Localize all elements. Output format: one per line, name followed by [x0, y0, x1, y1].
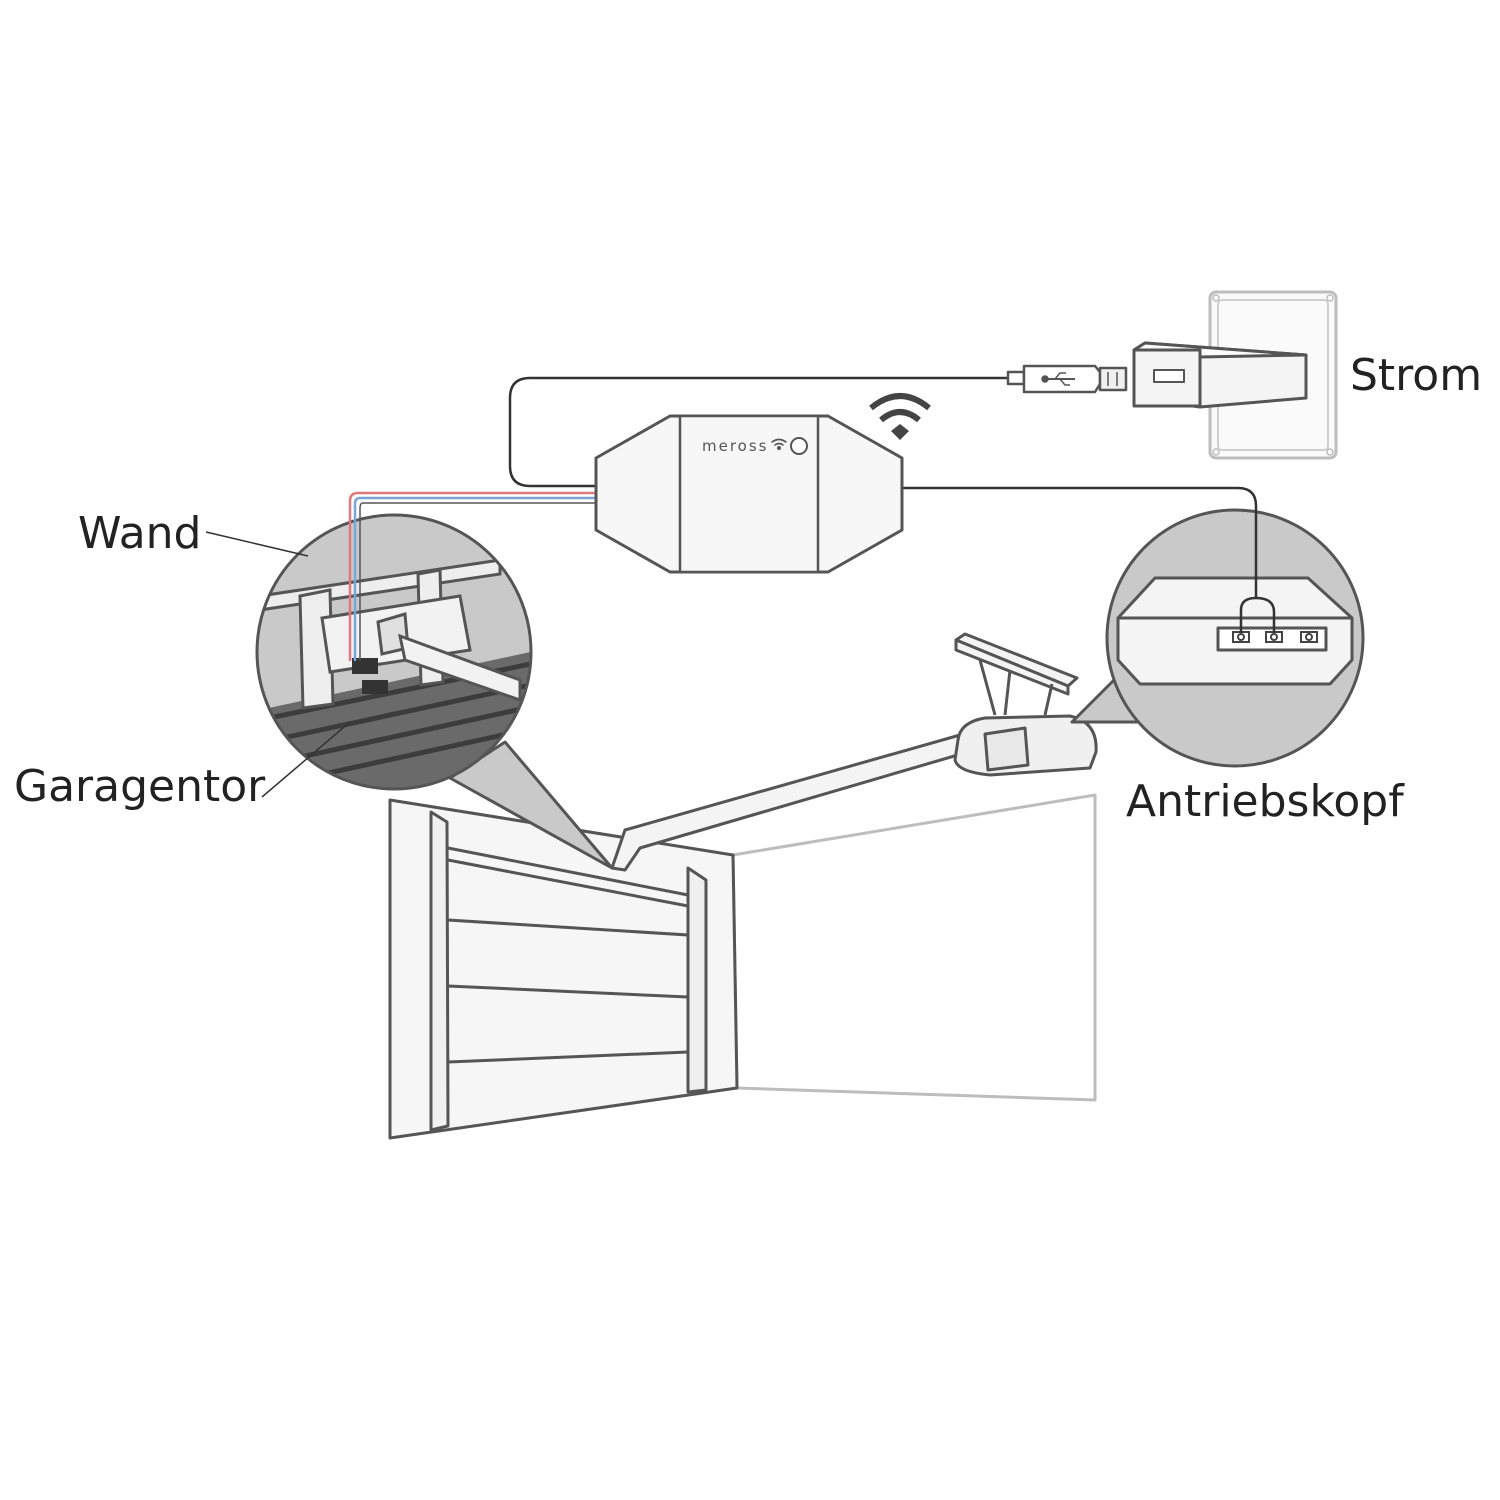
device-wifi-icon	[771, 438, 787, 450]
door-frame-right	[686, 866, 708, 1094]
sensor-wire-red	[348, 491, 598, 662]
garage-side-wall	[731, 793, 1097, 1102]
device-button[interactable]	[790, 437, 808, 455]
label-garage-door: Garagentor	[14, 761, 266, 812]
terminal-screws	[1232, 631, 1318, 643]
opener-hanger	[954, 632, 1079, 716]
sensor-wire-blue	[353, 496, 598, 662]
wifi-icon	[869, 393, 931, 440]
drive-head-inset	[1070, 508, 1365, 768]
label-wall: Wand	[78, 508, 202, 559]
label-drive-head: Antriebskopf	[1126, 776, 1404, 827]
wiring	[348, 376, 1276, 662]
opener-head	[953, 714, 1098, 777]
leader-lines	[205, 531, 351, 798]
drive-head-wire	[900, 486, 1258, 600]
label-power: Strom	[1350, 350, 1483, 401]
garage-room	[388, 632, 1098, 1140]
usb-port	[1153, 369, 1185, 383]
device-brand: meross	[702, 437, 769, 455]
usb-cable	[508, 376, 1010, 488]
usb-plug-icon	[1006, 364, 1128, 394]
door-frame-left	[429, 810, 450, 1132]
usb-power-adapter	[1132, 341, 1308, 409]
garage-door-panels	[447, 846, 689, 1064]
meross-controller: meross	[594, 414, 904, 574]
